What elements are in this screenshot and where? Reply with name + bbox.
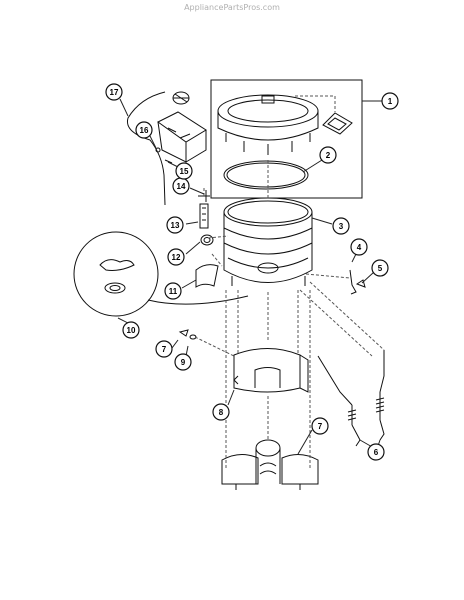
part-base-assembly <box>221 439 319 490</box>
part-5-clip <box>355 279 366 288</box>
callout-9: 9 <box>174 353 192 371</box>
callout-number: 7 <box>162 345 167 354</box>
callout-7b: 7 <box>311 417 329 435</box>
callout-circle <box>319 146 337 164</box>
part-10-leader-line <box>147 295 249 305</box>
callout-number: 17 <box>110 88 119 97</box>
callout-number: 16 <box>140 126 149 135</box>
callout-circle <box>174 353 192 371</box>
callout-8: 8 <box>212 403 230 421</box>
callout-circle <box>167 248 185 266</box>
part-11-plate <box>195 264 219 288</box>
part-1-tub-ring <box>217 94 319 155</box>
callout-circle <box>381 92 399 110</box>
part-15-clip <box>164 159 173 164</box>
callout-number: 6 <box>374 448 379 457</box>
part-7-fastener <box>178 329 189 337</box>
callout-circle <box>311 417 329 435</box>
callout-circle <box>155 340 173 358</box>
callout-15: 15 <box>175 162 193 180</box>
part-1-frame <box>210 79 363 199</box>
part-2-gasket <box>223 160 309 190</box>
part-valve <box>172 91 190 105</box>
callout-circle <box>332 217 350 235</box>
callout-number: 13 <box>171 221 180 230</box>
callout-circle <box>350 238 368 256</box>
part-13-cylinder <box>199 203 209 229</box>
callout-6: 6 <box>367 443 385 461</box>
callout-16: 16 <box>135 121 153 139</box>
part-17-hose <box>126 91 166 206</box>
callout-circle <box>164 282 182 300</box>
callout-circle <box>212 403 230 421</box>
part-10-inset <box>73 231 159 317</box>
callout-12: 12 <box>167 248 185 266</box>
callout-circle <box>367 443 385 461</box>
callout-14: 14 <box>172 177 190 195</box>
callout-number: 15 <box>180 167 189 176</box>
watermark: AppliancePartsPros.com <box>184 3 280 12</box>
callout-5: 5 <box>371 259 389 277</box>
callout-number: 10 <box>127 326 136 335</box>
part-3-tub <box>223 197 313 286</box>
callout-circle <box>122 321 140 339</box>
callout-number: 1 <box>388 97 393 106</box>
part-16-tray <box>157 111 207 163</box>
callout-1: 1 <box>381 92 399 110</box>
callout-number: 2 <box>326 151 331 160</box>
callout-number: 5 <box>378 264 383 273</box>
part-1-bracket <box>322 112 353 135</box>
callout-2: 2 <box>319 146 337 164</box>
callout-circle <box>105 83 123 101</box>
callout-13: 13 <box>166 216 184 234</box>
callout-circle <box>166 216 184 234</box>
part-10-detail <box>99 259 135 294</box>
part-6-spring-right <box>375 350 385 441</box>
callout-3: 3 <box>332 217 350 235</box>
callout-number: 14 <box>177 182 186 191</box>
part-16-clip <box>155 147 161 153</box>
callout-number: 11 <box>169 287 178 296</box>
part-4-clip <box>349 269 357 295</box>
callout-7a: 7 <box>155 340 173 358</box>
callout-4: 4 <box>350 238 368 256</box>
part-8-counterweight <box>233 348 309 393</box>
callout-number: 8 <box>219 408 224 417</box>
callout-17: 17 <box>105 83 123 101</box>
callout-number: 4 <box>357 243 362 252</box>
callout-circle <box>135 121 153 139</box>
callout-number: 3 <box>339 222 344 231</box>
callout-10: 10 <box>122 321 140 339</box>
callout-number: 7 <box>318 422 323 431</box>
part-12-ring <box>200 234 214 246</box>
callout-circle <box>175 162 193 180</box>
callout-11: 11 <box>164 282 182 300</box>
callout-circle <box>371 259 389 277</box>
callout-number: 9 <box>181 358 186 367</box>
callout-number: 12 <box>172 253 181 262</box>
dashed-guide-lines <box>194 160 385 470</box>
